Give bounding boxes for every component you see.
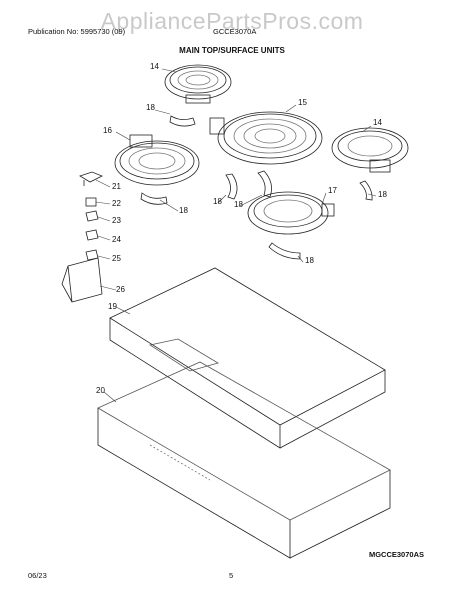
callout-24: 24 xyxy=(112,235,121,244)
callout-20: 20 xyxy=(96,386,105,395)
callout-21: 21 xyxy=(112,182,121,191)
callout-18: 18 xyxy=(305,256,314,265)
page-number: 5 xyxy=(229,571,234,580)
callout-25: 25 xyxy=(112,254,121,263)
footer-date: 06/23 xyxy=(28,571,47,580)
retainer-bracket xyxy=(140,192,168,205)
callout-14: 14 xyxy=(150,62,159,71)
main-top xyxy=(109,267,386,449)
callout-16: 16 xyxy=(103,126,112,135)
callout-15: 15 xyxy=(298,98,307,107)
callout-14: 14 xyxy=(373,118,382,127)
switch-part xyxy=(79,171,103,186)
clip-part xyxy=(85,229,99,241)
retainer-bracket xyxy=(225,173,238,200)
model-number: GCCE3070A xyxy=(213,27,257,36)
retainer-bracket xyxy=(257,170,272,198)
main-body xyxy=(97,361,391,559)
callout-18: 18 xyxy=(378,190,387,199)
callout-19: 19 xyxy=(108,302,117,311)
retainer-bracket xyxy=(268,242,301,260)
small-surface-element-right xyxy=(331,127,409,173)
callout-22: 22 xyxy=(112,199,121,208)
callout-18: 18 xyxy=(213,197,222,206)
small-surface-element-top xyxy=(164,64,232,104)
callout-17: 17 xyxy=(328,186,337,195)
clip-part xyxy=(85,197,97,207)
mounting-plate xyxy=(61,257,103,303)
publication-number: Publication No: 5995730 (09) xyxy=(28,27,126,36)
callout-23: 23 xyxy=(112,216,121,225)
dual-surface-element-left xyxy=(114,134,200,186)
large-surface-element xyxy=(209,111,323,165)
front-surface-element xyxy=(247,191,335,235)
retainer-bracket xyxy=(359,180,373,201)
callout-18: 18 xyxy=(146,103,155,112)
callout-18: 18 xyxy=(234,200,243,209)
page-title: MAIN TOP/SURFACE UNITS xyxy=(179,46,285,55)
clip-part xyxy=(85,210,99,222)
retainer-bracket xyxy=(169,115,196,127)
watermark: AppliancePartsPros.com xyxy=(100,8,364,34)
diagram-code: MGCCE3070AS xyxy=(368,550,424,559)
callout-26: 26 xyxy=(116,285,125,294)
callout-18: 18 xyxy=(179,206,188,215)
